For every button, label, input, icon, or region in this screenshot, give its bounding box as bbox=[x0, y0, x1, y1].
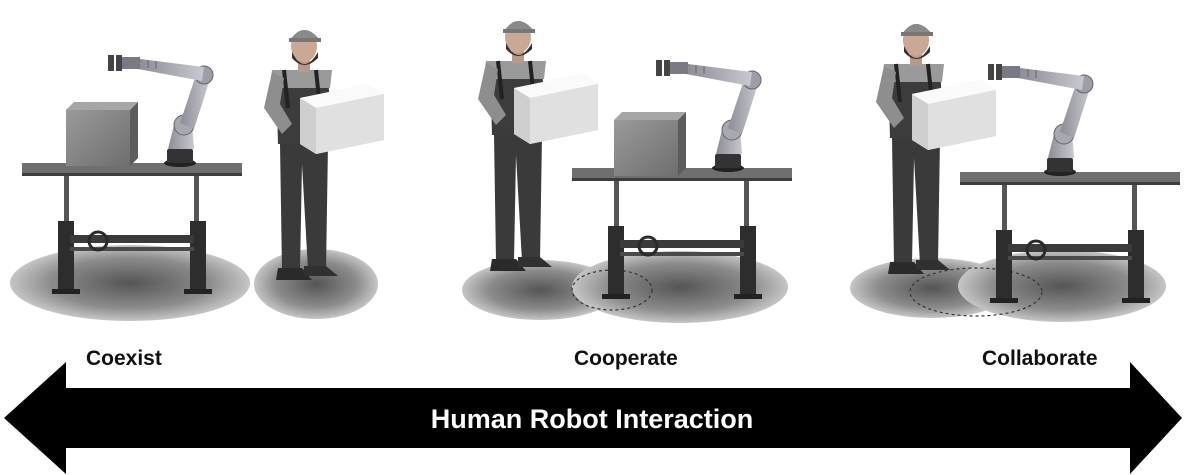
scene-collaborate bbox=[850, 22, 1182, 322]
worker-icon bbox=[874, 22, 952, 276]
scene-coexist bbox=[10, 28, 384, 321]
robot-arm-icon bbox=[987, 63, 1094, 177]
worker-icon bbox=[262, 28, 340, 282]
robot-zone-floor bbox=[10, 245, 250, 321]
label-coexist: Coexist bbox=[86, 347, 162, 370]
cardboard-box-icon bbox=[66, 102, 138, 166]
scene-cooperate bbox=[462, 19, 794, 323]
double-arrow bbox=[4, 362, 1182, 474]
robot-zone-floor bbox=[572, 251, 788, 323]
arrow-title: Human Robot Interaction bbox=[430, 404, 754, 434]
cardboard-box-icon bbox=[614, 112, 686, 176]
label-cooperate: Cooperate bbox=[574, 347, 678, 370]
label-collaborate: Collaborate bbox=[982, 347, 1098, 370]
overlap-zone-outline bbox=[909, 267, 1043, 317]
worker-icon bbox=[476, 19, 554, 273]
